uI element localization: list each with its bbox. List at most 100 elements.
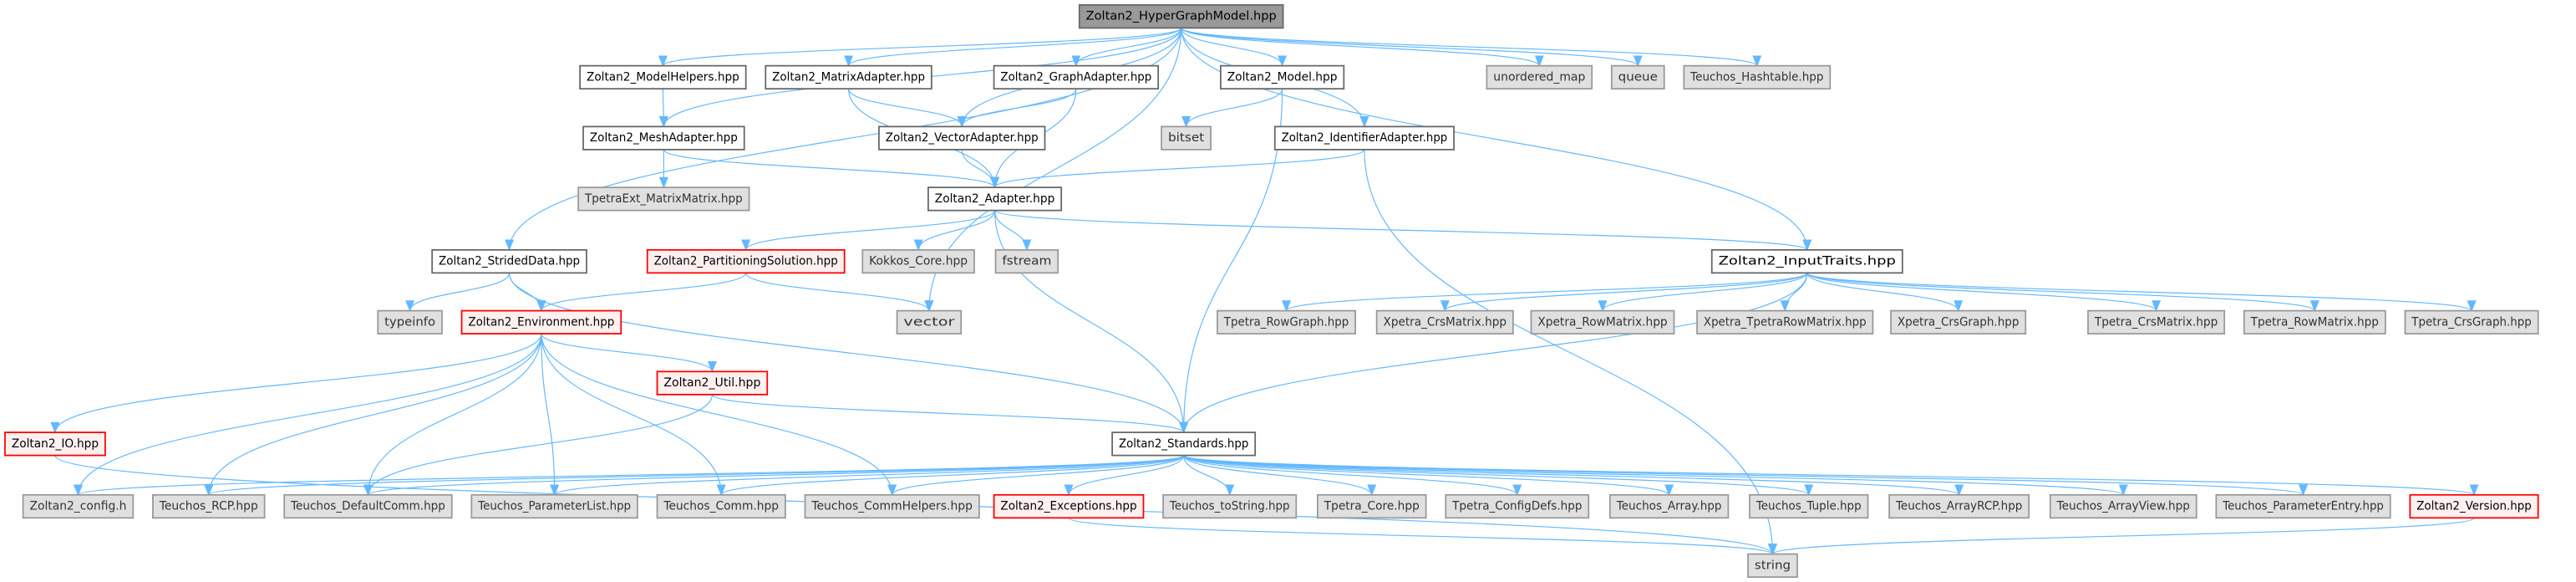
node-box <box>2243 309 2386 335</box>
edge-inputtraits-to-tp_rowmatrix <box>1806 272 2319 312</box>
node-vector: vector <box>896 309 963 335</box>
edge-exceptions-to-string <box>1068 517 1777 555</box>
node-box <box>2049 493 2197 519</box>
node-io[interactable]: Zoltan2_IO.hpp <box>4 431 106 457</box>
node-vectoradapter[interactable]: Zoltan2_VectorAdapter.hpp <box>878 125 1046 151</box>
node-arrayrcp: Teuchos_ArrayRCP.hpp <box>1888 493 2030 519</box>
node-tp-rowmatrix: Tpetra_RowMatrix.hpp <box>2243 309 2386 335</box>
node-box <box>577 186 750 212</box>
node-box <box>2409 493 2539 519</box>
node-box <box>1888 493 2030 519</box>
edge-inputtraits-to-tp_rowgraph <box>1282 272 1808 312</box>
node-adapter[interactable]: Zoltan2_Adapter.hpp <box>927 186 1063 212</box>
edge-environment-to-rcp <box>204 334 542 497</box>
node-label: Teuchos_ParameterList.hpp <box>477 500 631 513</box>
node-label: TpetraExt_MatrixMatrix.hpp <box>584 192 743 206</box>
node-label: Zoltan2_Standards.hpp <box>1119 437 1248 451</box>
node-config: Zoltan2_config.h <box>22 493 135 519</box>
node-typeinfo: typeinfo <box>377 309 443 335</box>
edge-strideddata-to-environment <box>508 273 546 312</box>
node-box <box>896 309 963 335</box>
node-box <box>927 186 1063 212</box>
node-box <box>861 248 975 274</box>
edge-version-to-string <box>1768 517 2475 555</box>
node-model[interactable]: Zoltan2_Model.hpp <box>1220 64 1345 90</box>
node-kokkos: Kokkos_Core.hpp <box>861 248 975 274</box>
node-hashtable: Teuchos_Hashtable.hpp <box>1683 64 1832 90</box>
node-graphadapter[interactable]: Zoltan2_GraphAdapter.hpp <box>993 64 1160 90</box>
node-label: Teuchos_RCP.hpp <box>159 500 258 513</box>
edge-environment-to-comm <box>541 334 726 497</box>
node-label: Xpetra_CrsGraph.hpp <box>1898 315 2019 329</box>
node-label: Kokkos_Core.hpp <box>869 255 968 268</box>
node-bitset: bitset <box>1161 125 1212 151</box>
node-meshadapter[interactable]: Zoltan2_MeshAdapter.hpp <box>582 125 745 151</box>
node-configdefs: Tpetra_ConfigDefs.hpp <box>1445 493 1590 519</box>
edge-strideddata-to-standards <box>508 273 1189 434</box>
node-label: vector <box>903 315 954 329</box>
node-partsol[interactable]: Zoltan2_PartitioningSolution.hpp <box>646 248 846 274</box>
node-box <box>1217 309 1356 335</box>
edge-hgm-to-hashtable <box>1181 27 1761 68</box>
node-label: Teuchos_ArrayRCP.hpp <box>1895 500 2022 513</box>
node-label: Teuchos_CommHelpers.hpp <box>810 500 973 513</box>
node-environment[interactable]: Zoltan2_Environment.hpp <box>460 309 622 335</box>
node-box <box>993 64 1160 90</box>
node-box <box>1749 493 1869 519</box>
node-tostring: Teuchos_toString.hpp <box>1162 493 1298 519</box>
edge-inputtraits-to-xp_rowmatrix <box>1598 273 1808 312</box>
edge-hgm-to-queue <box>1181 27 1643 68</box>
edge-layer <box>50 27 2478 555</box>
edge-hgm-to-unordered_map <box>1181 27 1544 68</box>
node-standards[interactable]: Zoltan2_Standards.hpp <box>1111 431 1257 457</box>
edge-inputtraits-to-standards <box>1179 273 1808 434</box>
edge-standards-to-configdefs <box>1183 455 1522 497</box>
node-box <box>656 370 769 396</box>
edge-standards-to-tuple <box>1183 455 1813 497</box>
node-inputtraits[interactable]: Zoltan2_InputTraits.hpp <box>1710 248 1903 274</box>
edge-environment-to-util <box>541 333 717 373</box>
node-label: Zoltan2_Adapter.hpp <box>935 192 1055 206</box>
node-label: Tpetra_ConfigDefs.hpp <box>1451 500 1582 513</box>
node-label: Teuchos_ParameterEntry.hpp <box>2222 500 2384 513</box>
node-tp-crsmatrix: Tpetra_CrsMatrix.hpp <box>2087 309 2226 335</box>
edge-environment-to-commhelpers <box>541 334 897 497</box>
node-label: Zoltan2_Version.hpp <box>2416 500 2532 513</box>
node-exceptions[interactable]: Zoltan2_Exceptions.hpp <box>993 493 1145 519</box>
node-box <box>1747 553 1798 578</box>
node-identifieradapter[interactable]: Zoltan2_IdentifierAdapter.hpp <box>1273 125 1455 151</box>
node-label: Tpetra_RowMatrix.hpp <box>2250 315 2379 329</box>
edge-meshadapter-to-adapter <box>663 149 999 189</box>
node-hgm[interactable]: Zoltan2_HyperGraphModel.hpp <box>1078 4 1284 29</box>
node-box <box>431 248 587 274</box>
node-xp-crsgraph: Xpetra_CrsGraph.hpp <box>1890 309 2027 335</box>
node-xp-rowmatrix: Xpetra_RowMatrix.hpp <box>1530 309 1675 335</box>
node-matrixadapter[interactable]: Zoltan2_MatrixAdapter.hpp <box>765 64 932 90</box>
edge-environment-to-paramlist <box>541 334 560 497</box>
edge-model-to-standards <box>1179 89 1283 434</box>
edge-adapter-to-fstream <box>993 210 1032 252</box>
node-label: Teuchos_Tuple.hpp <box>1755 500 1862 513</box>
node-box <box>2404 309 2539 335</box>
node-strideddata[interactable]: Zoltan2_StridedData.hpp <box>431 248 587 274</box>
node-box <box>1696 309 1874 335</box>
edge-standards-to-defaultcomm <box>363 455 1185 497</box>
node-box <box>804 493 980 519</box>
node-label: Teuchos_toString.hpp <box>1169 500 1289 513</box>
node-tp-crsgraph: Tpetra_CrsGraph.hpp <box>2404 309 2539 335</box>
node-box <box>765 64 932 90</box>
node-version[interactable]: Zoltan2_Version.hpp <box>2409 493 2539 519</box>
node-box <box>460 309 622 335</box>
node-util[interactable]: Zoltan2_Util.hpp <box>656 370 769 396</box>
node-box <box>646 248 846 274</box>
node-comm: Teuchos_Comm.hpp <box>656 493 786 519</box>
node-label: Xpetra_RowMatrix.hpp <box>1537 315 1667 329</box>
node-defaultcomm: Teuchos_DefaultComm.hpp <box>283 493 453 519</box>
edge-standards-to-comm <box>716 455 1185 497</box>
edge-inputtraits-to-tp_crsmatrix <box>1806 272 2161 312</box>
node-modelhelpers[interactable]: Zoltan2_ModelHelpers.hpp <box>579 64 747 90</box>
node-label: string <box>1755 559 1791 572</box>
node-label: Xpetra_CrsMatrix.hpp <box>1384 315 1506 329</box>
edge-hgm-to-inputtraits <box>1181 28 1812 252</box>
edge-inputtraits-to-xp_crsgraph <box>1806 273 1964 312</box>
